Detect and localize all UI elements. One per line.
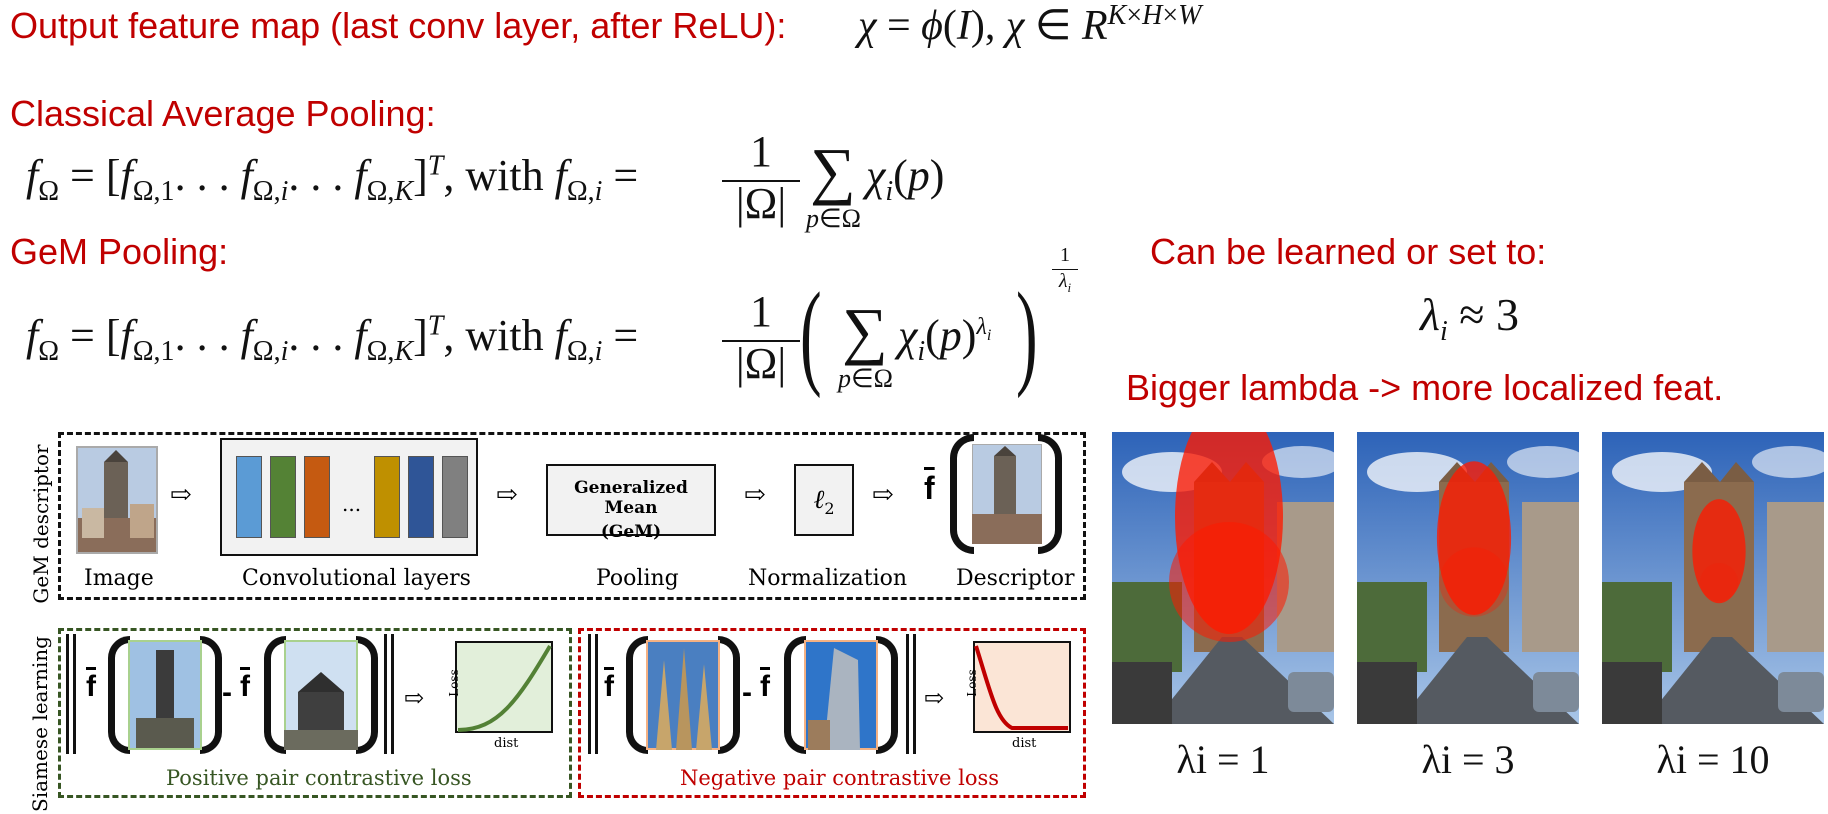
neg-image-2 — [804, 640, 878, 750]
conv-layers-box: ... — [220, 438, 478, 556]
pooling-label: Pooling — [596, 566, 679, 591]
heatmap-lambda-label: λi = 1 — [1176, 737, 1270, 782]
conv-layer-bar — [236, 456, 262, 538]
neg-dist-axis: dist — [1012, 736, 1037, 751]
norm-bar-right-neg — [906, 634, 916, 754]
neg-loss-axis: Loss — [964, 669, 979, 697]
neg-image-1 — [646, 640, 720, 750]
bigger-lambda-heading: Bigger lambda -> more localized feat. — [1126, 367, 1724, 408]
siamese-side-label: Siamese learning — [28, 636, 52, 812]
norm-bar-left-pos — [66, 634, 76, 754]
neg-f-symbol-2: f — [760, 670, 770, 703]
descriptor-image-thumb — [972, 444, 1042, 544]
conv-label: Convolutional layers — [242, 566, 471, 591]
positive-pair-frame — [58, 628, 572, 798]
pos-image-2 — [284, 640, 358, 750]
negative-loss-plot — [973, 641, 1071, 733]
conv-layer-bar — [304, 456, 330, 538]
avg-pool-heading: Classical Average Pooling: — [10, 93, 436, 134]
feature-map-heading: Output feature map (last conv layer, aft… — [10, 5, 787, 46]
pos-f-symbol-2: f — [240, 670, 250, 703]
learned-heading: Can be learned or set to: — [1150, 231, 1547, 272]
input-image — [76, 446, 158, 554]
gem-descriptor-frame — [58, 432, 1086, 600]
gem-pool-heading: GeM Pooling: — [10, 231, 229, 272]
pos-loss-axis: Loss — [446, 669, 461, 697]
arrow-4: ⇨ — [872, 480, 894, 510]
negative-pair-frame — [578, 628, 1086, 798]
arrow-2: ⇨ — [496, 480, 518, 510]
descriptor-bracket — [950, 434, 1062, 558]
pos-arrow: ⇨ — [404, 684, 425, 712]
l2-box: ℓ2 — [794, 464, 854, 536]
neg-f-symbol-1: f — [604, 670, 614, 703]
heatmap-lambda-label: λi = 10 — [1656, 737, 1770, 782]
heatmap-image — [1112, 432, 1334, 724]
heatmap-image — [1602, 432, 1824, 724]
neg-bracket-2 — [784, 636, 898, 756]
gem-descriptor-side-label: GeM descriptor — [29, 444, 53, 604]
positive-loss-curve — [457, 644, 552, 732]
descriptor-f-symbol: f — [924, 470, 935, 506]
norm-bar-left-neg — [588, 634, 598, 754]
l2-subscript: 2 — [824, 499, 835, 519]
negative-label: Negative pair contrastive loss — [680, 766, 1000, 790]
conv-layer-bar — [408, 456, 434, 538]
pos-bracket-2 — [264, 636, 378, 756]
neg-minus: - — [742, 676, 752, 709]
tower-image-thumb — [78, 448, 156, 552]
heatmap-lambda-label: λi = 3 — [1421, 737, 1515, 782]
conv-dots: ... — [342, 492, 362, 516]
pos-dist-axis: dist — [494, 736, 519, 751]
image-label: Image — [84, 566, 154, 591]
negative-loss-curve — [974, 645, 1068, 730]
conv-layer-bar — [374, 456, 400, 538]
pipeline-diagram: GeM descriptor Siamese learning Image ⇨ … — [0, 420, 1100, 812]
arrow-1: ⇨ — [170, 480, 192, 510]
heatmap-image — [1357, 432, 1579, 724]
gem-box-line2: (GeM) — [600, 522, 662, 542]
gem-box: Generalized Mean (GeM) — [546, 464, 716, 542]
lambda-default-equation: λi ≈ 3 — [1420, 289, 1519, 348]
l2-symbol: ℓ — [813, 485, 825, 515]
feature-map-equation: χ = ϕ(I), χ ∈ RK×H×W — [858, 0, 1202, 49]
conv-layer-bar — [270, 456, 296, 538]
pos-image-1 — [128, 640, 202, 750]
pos-bracket-1 — [108, 636, 222, 756]
arrow-3: ⇨ — [744, 480, 766, 510]
positive-label: Positive pair contrastive loss — [166, 766, 472, 790]
norm-bar-right-pos — [384, 634, 394, 754]
neg-arrow: ⇨ — [924, 684, 945, 712]
descriptor-label: Descriptor — [956, 566, 1075, 591]
neg-bracket-1 — [626, 636, 740, 756]
positive-loss-plot — [455, 641, 553, 733]
normalization-label: Normalization — [748, 566, 908, 591]
pos-minus: - — [222, 676, 232, 709]
gem-box-line1: Generalized Mean — [574, 478, 688, 518]
conv-layer-bar — [442, 456, 468, 538]
pos-f-symbol-1: f — [86, 670, 96, 703]
